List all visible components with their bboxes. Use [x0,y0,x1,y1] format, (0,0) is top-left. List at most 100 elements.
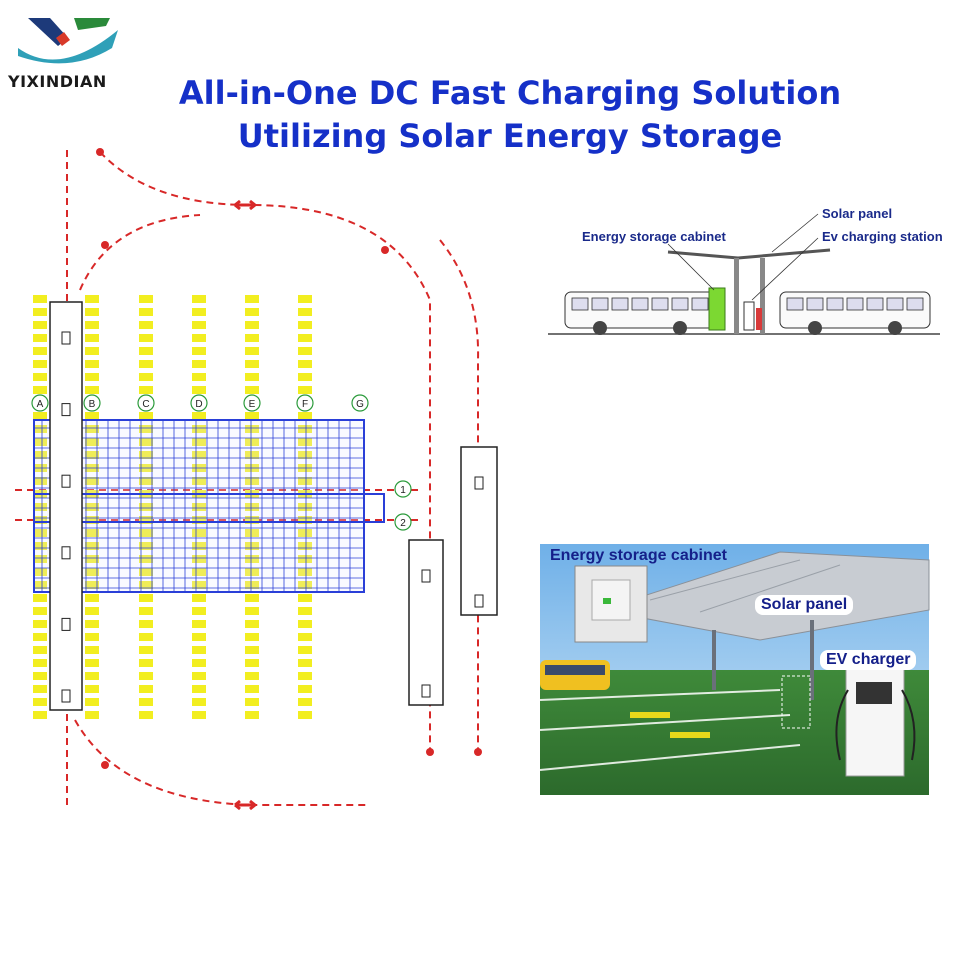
parking-stripe [139,516,153,524]
parking-stripe [85,607,99,615]
parking-stripe [192,386,206,394]
title-line-2: Utilizing Solar Energy Storage [237,117,783,155]
charger-pad [474,594,484,608]
parking-stripe [245,672,259,680]
charging-lane [33,493,385,523]
parking-stripe [298,542,312,550]
parking-stripe [192,685,206,693]
column-bubble [351,394,369,412]
parking-stripe [192,672,206,680]
arrow-head-icon [381,246,389,254]
parking-stripe [192,646,206,654]
parking-stripe [298,633,312,641]
parking-stripe [33,646,47,654]
charger-pad [61,403,71,417]
charging-islands [49,301,498,711]
parking-stripe [192,295,206,303]
parking-stripe [192,412,206,420]
parking-stripe [33,373,47,381]
arrow-head-icon [101,761,109,769]
parking-stripe [33,542,47,550]
parking-stripe [298,516,312,524]
parking-stripe [192,347,206,355]
bus-right [779,291,931,335]
parking-stripe [33,386,47,394]
parking-stripe [139,633,153,641]
parking-stripe [192,477,206,485]
parking-stripe [139,308,153,316]
parking-stripe [245,685,259,693]
parking-stripe [245,295,259,303]
route-line [99,151,431,750]
parking-stripe [245,412,259,420]
parking-stripe [298,529,312,537]
page-title: All-in-One DC Fast Charging Solution Uti… [150,72,870,158]
route-line [439,239,480,750]
parking-stripe [139,438,153,446]
parking-stripe [298,412,312,420]
canopy-pillar [734,258,739,334]
parking-stripe [192,373,206,381]
parking-stripe [245,477,259,485]
parking-stripe [192,711,206,719]
parking-stripe [33,347,47,355]
parking-stripe [139,581,153,589]
parking-stripe [245,711,259,719]
charger-pad [61,546,71,560]
parking-stripe [85,308,99,316]
parking-stripe [298,295,312,303]
row-bubble [394,480,412,498]
parking-stripe [139,607,153,615]
parking-stripe [33,425,47,433]
parking-stripe [298,386,312,394]
parking-stripe [139,685,153,693]
parking-stripe [298,503,312,511]
parking-stripe [245,334,259,342]
column-label: B [89,399,96,410]
parking-stripe [245,568,259,576]
parking-stripe [192,659,206,667]
column-bubble [296,394,314,412]
parking-stripe [245,542,259,550]
brand-logo [10,8,130,98]
parking-stripe [85,529,99,537]
parking-stripe [139,451,153,459]
parking-stripe [33,594,47,602]
arrow-head-icon [474,748,482,756]
column-label: A [37,399,44,410]
parking-stripe [192,620,206,628]
parking-stripe [298,568,312,576]
parking-stripe [298,555,312,563]
canopy-outline [33,419,365,593]
parking-stripe [192,425,206,433]
parking-stripe [245,581,259,589]
ev-charging-station-icon [743,301,755,331]
charging-island [49,301,83,711]
arrow-head-icon [101,241,109,249]
parking-stripe [298,425,312,433]
parking-stripe [85,581,99,589]
parking-stripe [245,633,259,641]
parking-stripe [298,672,312,680]
parking-stripe [298,646,312,654]
route-line [74,719,370,806]
parking-stripe [298,711,312,719]
parking-stripe [192,438,206,446]
parking-stripe [245,516,259,524]
column-label: D [195,399,202,410]
parking-stripe [85,633,99,641]
arrow-head-icon [426,748,434,756]
parking-stripe [139,711,153,719]
parking-stripe [85,698,99,706]
parking-stripe [33,529,47,537]
charging-island [408,539,444,706]
column-label: E [249,399,256,410]
parking-stripe [192,451,206,459]
parking-stripe [192,607,206,615]
parking-stripe [85,295,99,303]
parking-stripe [139,555,153,563]
parking-stripe [33,685,47,693]
parking-stripe [33,633,47,641]
parking-stripe [298,334,312,342]
